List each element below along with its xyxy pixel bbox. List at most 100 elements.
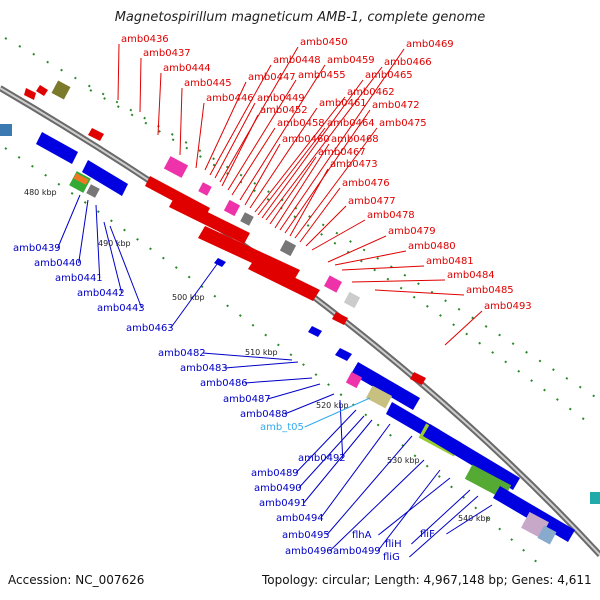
gene-label-amb0464[interactable]: amb0464 <box>327 118 375 129</box>
gene-label-amb0488[interactable]: amb0488 <box>240 409 288 420</box>
gene-label-amb0455[interactable]: amb0455 <box>298 70 346 81</box>
gene-label-amb0446[interactable]: amb0446 <box>206 93 254 104</box>
gene-label-amb0458[interactable]: amb0458 <box>277 118 325 129</box>
leader-line <box>221 114 259 187</box>
leader-line <box>170 259 221 329</box>
gene-label-amb0439[interactable]: amb0439 <box>13 243 61 254</box>
leader-line <box>219 46 299 183</box>
gene-label-amb0444[interactable]: amb0444 <box>163 63 211 74</box>
leader-line <box>329 459 425 552</box>
genome-summary-text: Topology: circular; Length: 4,967,148 bp… <box>262 573 592 587</box>
gene-label-amb0489[interactable]: amb0489 <box>251 468 299 479</box>
leader-line <box>411 489 471 545</box>
leader-line <box>117 43 120 101</box>
reverse-strand-features <box>0 124 600 545</box>
gene-label-flih[interactable]: fliH <box>385 539 402 550</box>
leader-line <box>244 143 281 206</box>
leader-line <box>224 361 299 369</box>
gene-label-amb0472[interactable]: amb0472 <box>372 100 420 111</box>
leader-line <box>195 102 205 169</box>
kbp-tick-label: 490 kbp <box>98 239 131 248</box>
forward-strand-features <box>24 80 426 385</box>
gene-label-amb0450[interactable]: amb0450 <box>300 37 348 48</box>
gene-label-amb0476[interactable]: amb0476 <box>342 178 390 189</box>
gene-label-amb0452[interactable]: amb0452 <box>260 105 308 116</box>
gene-label-amb0445[interactable]: amb0445 <box>184 78 232 89</box>
leader-line <box>254 96 346 213</box>
leader-line <box>179 87 183 156</box>
gene-label-amb0461[interactable]: amb0461 <box>319 98 367 109</box>
gene-label-amb0437[interactable]: amb0437 <box>143 48 191 59</box>
gene-label-amb0467[interactable]: amb0467 <box>318 147 366 158</box>
leader-line <box>339 399 344 459</box>
gene-label-amb0465[interactable]: amb0465 <box>365 70 413 81</box>
leader-line <box>299 187 341 243</box>
gene-label-amb0475[interactable]: amb0475 <box>379 118 427 129</box>
leader-line <box>295 409 357 474</box>
gene-label-amb0495[interactable]: amb0495 <box>282 530 330 541</box>
gene-label-amb0480[interactable]: amb0480 <box>408 241 456 252</box>
gene-label-amb0440[interactable]: amb0440 <box>34 258 82 269</box>
gene-label-amb0482[interactable]: amb0482 <box>158 348 206 359</box>
map-title: Magnetospirillum magneticum AMB-1, compl… <box>114 10 486 25</box>
gene-label-amb0487[interactable]: amb0487 <box>223 394 271 405</box>
leader-line <box>289 168 329 237</box>
leader-line <box>298 415 365 489</box>
gene-label-amb0491[interactable]: amb0491 <box>259 498 307 509</box>
rna-gene-labels: amb_t05 <box>260 422 304 433</box>
gene-label-amb0436[interactable]: amb0436 <box>121 34 169 45</box>
gene-label-amb0449[interactable]: amb0449 <box>257 93 305 104</box>
gene-label-amb_t05[interactable]: amb_t05 <box>260 422 304 433</box>
gene-label-amb0484[interactable]: amb0484 <box>447 270 495 281</box>
rna-gene-leader-lines <box>304 397 371 428</box>
leader-line <box>351 279 446 283</box>
gene-label-amb0490[interactable]: amb0490 <box>254 483 302 494</box>
gene-label-amb0469[interactable]: amb0469 <box>406 39 454 50</box>
gene-label-amb0459[interactable]: amb0459 <box>327 55 375 66</box>
gene-label-amb0468[interactable]: amb0468 <box>331 134 379 145</box>
gene-label-amb0483[interactable]: amb0483 <box>180 363 228 374</box>
kbp-tick-label: 480 kbp <box>24 188 57 197</box>
gene-label-amb0481[interactable]: amb0481 <box>426 256 474 267</box>
gene-label-amb0448[interactable]: amb0448 <box>273 55 321 66</box>
reverse-gene-labels: amb0439 amb0440 amb0441 amb0442 amb0443 amb04… <box>13 243 435 563</box>
leader-line <box>374 289 465 296</box>
leader-line <box>227 79 297 191</box>
leader-line <box>261 79 364 219</box>
gene-label-amb0499[interactable]: amb0499 <box>333 546 381 557</box>
gene-label-amb0441[interactable]: amb0441 <box>55 273 103 284</box>
leader-line <box>57 194 81 249</box>
gene-label-amb0442[interactable]: amb0442 <box>77 288 125 299</box>
leader-line <box>446 504 493 535</box>
leader-line <box>95 204 101 279</box>
leader-line <box>231 127 276 196</box>
gene-label-amb0492[interactable]: amb0492 <box>298 453 346 464</box>
gene-label-amb0447[interactable]: amb0447 <box>248 72 296 83</box>
leader-line <box>311 219 366 251</box>
gene-label-amb0479[interactable]: amb0479 <box>388 226 436 237</box>
gene-label-amb0466[interactable]: amb0466 <box>384 57 432 68</box>
leader-line <box>284 109 371 234</box>
forward-gene-labels: amb0436amb0437amb0444amb0445amb0446amb04… <box>121 34 532 312</box>
gene-label-amb0478[interactable]: amb0478 <box>367 210 415 221</box>
leader-line <box>320 423 391 519</box>
gene-label-amb0486[interactable]: amb0486 <box>200 378 248 389</box>
leader-line <box>265 66 383 221</box>
gene-label-flha[interactable]: flhA <box>352 530 372 541</box>
gene-label-amb0443[interactable]: amb0443 <box>97 303 145 314</box>
gene-label-amb0473[interactable]: amb0473 <box>330 159 378 170</box>
gene-label-amb0460[interactable]: amb0460 <box>282 134 330 145</box>
gene-label-flig[interactable]: fliG <box>383 552 400 563</box>
leader-line <box>267 383 321 400</box>
gene-label-amb0494[interactable]: amb0494 <box>276 513 324 524</box>
gene-label-amb0477[interactable]: amb0477 <box>348 196 396 207</box>
gene-label-flif[interactable]: fliF <box>420 529 435 540</box>
gene-label-amb0493[interactable]: amb0493 <box>484 301 532 312</box>
gene-label-amb0496[interactable]: amb0496 <box>285 546 333 557</box>
gene-label-amb0485[interactable]: amb0485 <box>466 285 514 296</box>
gene-label-amb0463[interactable]: amb0463 <box>126 323 174 334</box>
gene-label-amb0462[interactable]: amb0462 <box>347 87 395 98</box>
reverse-gene-leader-lines <box>57 194 493 558</box>
